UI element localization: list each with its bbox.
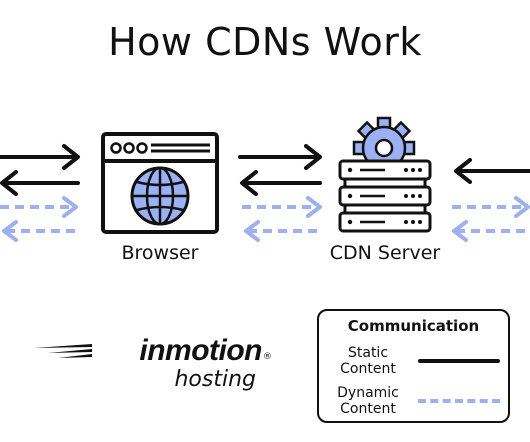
globe-icon [130, 166, 190, 226]
middle-dynamic-arrows [242, 196, 322, 242]
gear-icon [352, 116, 416, 171]
cdn-server-label: CDN Server [329, 242, 441, 264]
legend-dynamic-label: Dynamic Content [337, 385, 399, 417]
server-stack-icon [338, 159, 432, 233]
legend-static-label: Static Content [340, 345, 396, 377]
middle-static-arrows [238, 144, 322, 196]
left-static-arrows [0, 144, 80, 196]
right-dynamic-arrows [452, 196, 530, 242]
browser-label: Browser [121, 242, 199, 264]
page-title: How CDNs Work [108, 20, 422, 64]
brand-name: inmotion [139, 334, 262, 367]
brand-swoosh [34, 344, 92, 358]
legend-dynamic-line [418, 399, 500, 403]
legend-title: Communication [347, 317, 480, 335]
brand-subtitle: hosting [174, 367, 256, 392]
right-static-arrows [454, 158, 530, 184]
brand-registered-mark: ® [263, 352, 272, 362]
left-dynamic-arrows [0, 196, 80, 242]
inmotion-hosting-logo: inmotion ® hosting [32, 334, 272, 398]
legend-box: Communication Static Content Dynamic Con… [317, 309, 510, 423]
legend-static-line [418, 359, 500, 363]
